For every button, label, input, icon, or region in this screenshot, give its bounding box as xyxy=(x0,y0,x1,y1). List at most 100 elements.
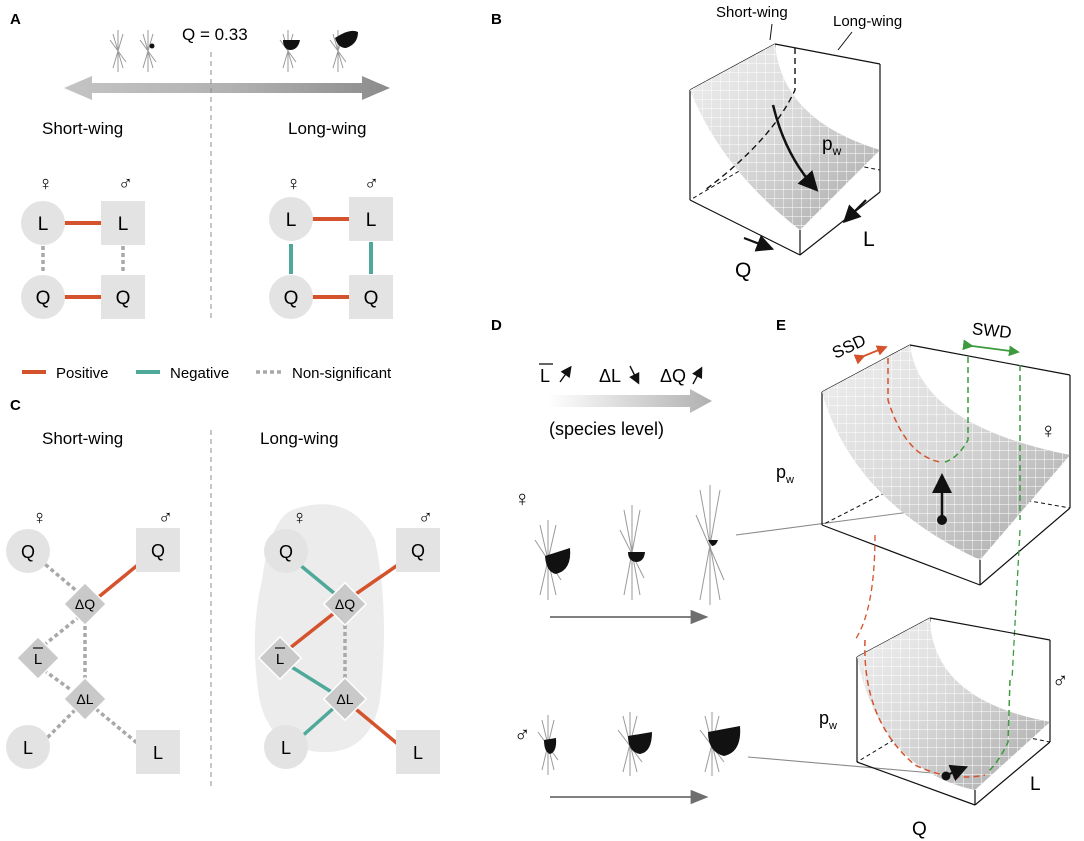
female-q-node xyxy=(264,529,308,573)
delta-l-label: ΔL xyxy=(599,366,621,386)
mean-l-node xyxy=(257,635,303,681)
box-edge xyxy=(974,741,1051,806)
ssd-threshold-female xyxy=(887,358,941,463)
male-symbol: ♂ xyxy=(364,173,379,195)
node-label: Q xyxy=(411,541,425,561)
gradient-arrow xyxy=(771,104,819,192)
male-q-node xyxy=(396,528,440,572)
male-l-node xyxy=(349,197,393,241)
long-wing-label: Long-wing xyxy=(288,119,366,138)
swd-threshold-female xyxy=(944,357,969,463)
edge-positive xyxy=(349,558,406,600)
node-label: L xyxy=(281,738,291,758)
legend: Positive Negative Non-significant xyxy=(22,365,392,382)
species-level-label: (species level) xyxy=(549,419,664,439)
short-wing-label: Short-wing xyxy=(42,429,123,448)
node-label: ΔQ xyxy=(335,596,355,612)
node-label: L xyxy=(23,738,33,758)
node-label: Q xyxy=(364,288,379,309)
node-label: L xyxy=(413,743,423,763)
pw-surface-female-grid xyxy=(822,345,1070,560)
node-label: L xyxy=(286,210,297,231)
swd-label: SWD xyxy=(971,319,1012,342)
delta-q-node xyxy=(62,581,108,627)
node-label: Q xyxy=(36,288,51,309)
ssd-label: SSD xyxy=(829,331,869,363)
q-axis-label: Q xyxy=(912,819,927,840)
box-edge xyxy=(929,617,1051,641)
node-label: L xyxy=(38,214,49,235)
male-q-node xyxy=(101,275,145,319)
male-symbol: ♂ xyxy=(1052,668,1069,693)
box-edge xyxy=(689,199,801,256)
male-l-node xyxy=(136,730,180,774)
panel-e: E SSD SWD ♀ pw xyxy=(776,317,1071,840)
node-label: L xyxy=(118,214,129,235)
box-edge xyxy=(856,761,976,806)
delta-q-node xyxy=(322,581,368,627)
panel-e-letter: E xyxy=(776,317,786,334)
male-q-node xyxy=(349,275,393,319)
label-leader xyxy=(769,23,773,41)
edge-negative xyxy=(298,704,338,740)
leader-line xyxy=(747,756,945,775)
node-label: L xyxy=(366,210,377,231)
l-axis-arrow xyxy=(842,199,867,224)
node-label: Q xyxy=(284,288,299,309)
panel-a: A Q = 0.33 Short-wing Long-wing ♀ ♂ xyxy=(10,11,393,322)
pw-label: pw xyxy=(819,708,837,732)
pw-surface-male-grid xyxy=(857,618,1050,790)
panel-b-letter: B xyxy=(491,11,502,28)
swd-arrow xyxy=(962,339,1020,357)
short-wing-label: Short-wing xyxy=(42,119,123,138)
node-label: ΔL xyxy=(76,691,93,707)
node-label: Q xyxy=(279,542,293,562)
male-symbol: ♂ xyxy=(158,507,173,529)
female-l-node xyxy=(21,201,65,245)
female-symbol: ♀ xyxy=(38,173,53,195)
pw-label: pw xyxy=(822,134,842,158)
insect-icon xyxy=(109,30,347,72)
panel-d: D L ΔL ΔQ (species level) ♀ ♂ xyxy=(491,317,945,805)
female-l-node xyxy=(264,725,308,769)
panel-b: B Short-wing Long-wing pw Q L xyxy=(491,4,902,282)
panel-c: C Short-wing Long-wing ♀ ♂ Q Q ΔQ L ΔL L… xyxy=(6,397,440,790)
female-symbol: ♀ xyxy=(286,173,301,195)
box-edge xyxy=(799,191,881,256)
male-l-node xyxy=(101,201,145,245)
wing-icon xyxy=(545,540,718,574)
box-edge xyxy=(909,344,1071,376)
female-q-node xyxy=(6,529,50,573)
ssd-connector xyxy=(854,534,876,641)
panel-a-letter: A xyxy=(10,11,21,28)
pw-surface-grid xyxy=(690,44,880,230)
box-hidden-edge xyxy=(909,479,1071,509)
male-q-node xyxy=(136,528,180,572)
female-l-node xyxy=(6,725,50,769)
box-edge xyxy=(821,524,981,586)
species-point xyxy=(937,515,947,525)
male-symbol: ♂ xyxy=(118,173,133,195)
long-wing-label: Long-wing xyxy=(260,429,338,448)
female-l-node xyxy=(269,197,313,241)
panel-d-letter: D xyxy=(491,317,502,334)
long-wing-label: Long-wing xyxy=(833,13,902,30)
wing-icon xyxy=(149,30,358,50)
l-axis-label: L xyxy=(863,228,875,251)
node-label: L xyxy=(276,651,284,668)
male-symbol: ♂ xyxy=(514,722,531,747)
q-threshold-label: Q = 0.33 xyxy=(182,25,248,44)
mean-l-node xyxy=(15,635,61,681)
species-level-arrow xyxy=(548,389,712,413)
label-leader xyxy=(837,31,853,51)
swd-connector xyxy=(1011,529,1021,681)
swd-threshold-male xyxy=(987,679,1011,773)
trend-up-arrow xyxy=(559,365,572,383)
node-label: ΔL xyxy=(336,691,353,707)
wing-morph-axis-arrow xyxy=(64,76,390,100)
delta-l-node xyxy=(322,676,368,722)
node-label: Q xyxy=(21,542,35,562)
node-label: ΔQ xyxy=(75,596,95,612)
female-q-node xyxy=(21,275,65,319)
